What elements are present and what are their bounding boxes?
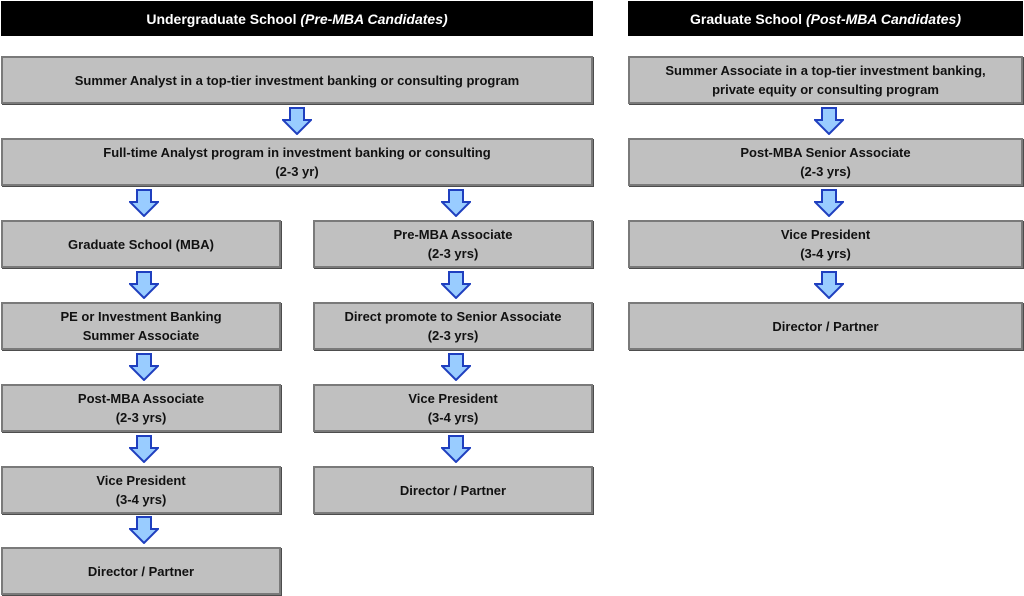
graduate-header-title: Graduate School [690, 10, 806, 27]
summer-analyst-box: Summer Analyst in a top-tier investment … [1, 56, 593, 104]
mba-path-box-2-line-2: Summer Associate [82, 328, 200, 343]
grad-path-box-3-line-2: (3-4 yrs) [800, 246, 851, 261]
mba-path-box-2-line-1: PE or Investment Banking [60, 309, 222, 324]
graduate-header: Graduate School (Post-MBA Candidates) [628, 1, 1023, 36]
down-arrow-icon [129, 353, 159, 381]
direct-path-box-1-line-1: Pre-MBA Associate [393, 227, 513, 242]
mba-path-box-4: Vice President (3-4 yrs) [1, 466, 281, 514]
direct-path-box-3-line-1: Vice President [408, 391, 498, 406]
down-arrow-icon [441, 435, 471, 463]
fulltime-analyst-line-1: Full-time Analyst program in investment … [103, 145, 491, 160]
grad-path-box-1-line-1: Summer Associate in a top-tier investmen… [665, 63, 986, 78]
mba-path-box-3-line-1: Post-MBA Associate [77, 391, 205, 406]
direct-path-box-4-line-1: Director / Partner [399, 482, 507, 498]
grad-path-box-1: Summer Associate in a top-tier investmen… [628, 56, 1023, 104]
mba-path-box-3: Post-MBA Associate (2-3 yrs) [1, 384, 281, 432]
down-arrow-icon [814, 189, 844, 217]
grad-path-box-4: Director / Partner [628, 302, 1023, 350]
down-arrow-icon [441, 271, 471, 299]
grad-path-box-2-line-1: Post-MBA Senior Associate [740, 145, 911, 160]
direct-path-box-2: Direct promote to Senior Associate (2-3 … [313, 302, 593, 350]
direct-path-box-2-line-1: Direct promote to Senior Associate [344, 309, 562, 324]
grad-path-box-1-line-2: private equity or consulting program [712, 82, 939, 97]
grad-path-box-2-line-2: (2-3 yrs) [800, 164, 851, 179]
mba-path-box-4-line-2: (3-4 yrs) [115, 492, 167, 507]
undergrad-header: Undergraduate School (Pre-MBA Candidates… [1, 1, 593, 36]
down-arrow-icon [441, 189, 471, 217]
fulltime-analyst-line-2: (2-3 yr) [275, 164, 319, 179]
grad-path-box-3: Vice President (3-4 yrs) [628, 220, 1023, 268]
down-arrow-icon [129, 271, 159, 299]
undergrad-header-title: Undergraduate School [146, 10, 301, 27]
direct-path-box-3: Vice President (3-4 yrs) [313, 384, 593, 432]
graduate-header-subtitle: (Post-MBA Candidates) [805, 10, 961, 27]
direct-path-box-1: Pre-MBA Associate (2-3 yrs) [313, 220, 593, 268]
grad-path-box-4-line-1: Director / Partner [772, 318, 879, 334]
down-arrow-icon [129, 435, 159, 463]
down-arrow-icon [814, 271, 844, 299]
grad-path-box-3-line-1: Vice President [780, 227, 871, 242]
direct-path-box-4: Director / Partner [313, 466, 593, 514]
direct-path-box-1-line-2: (2-3 yrs) [427, 246, 479, 261]
grad-path-box-2: Post-MBA Senior Associate (2-3 yrs) [628, 138, 1023, 186]
mba-path-box-5: Director / Partner [1, 547, 281, 595]
down-arrow-icon [129, 189, 159, 217]
summer-analyst-line-1: Summer Analyst in a top-tier investment … [74, 72, 520, 88]
down-arrow-icon [129, 516, 159, 544]
down-arrow-icon [282, 107, 312, 135]
undergrad-header-subtitle: (Pre-MBA Candidates) [300, 10, 448, 27]
mba-path-box-1: Graduate School (MBA) [1, 220, 281, 268]
mba-path-box-4-line-1: Vice President [96, 473, 186, 488]
mba-path-box-1-line-1: Graduate School (MBA) [68, 236, 214, 252]
mba-path-box-2: PE or Investment Banking Summer Associat… [1, 302, 281, 350]
down-arrow-icon [441, 353, 471, 381]
direct-path-box-3-line-2: (3-4 yrs) [427, 410, 479, 425]
direct-path-box-2-line-2: (2-3 yrs) [427, 328, 479, 343]
down-arrow-icon [814, 107, 844, 135]
mba-path-box-3-line-2: (2-3 yrs) [115, 410, 167, 425]
mba-path-box-5-line-1: Director / Partner [87, 563, 195, 579]
fulltime-analyst-box: Full-time Analyst program in investment … [1, 138, 593, 186]
